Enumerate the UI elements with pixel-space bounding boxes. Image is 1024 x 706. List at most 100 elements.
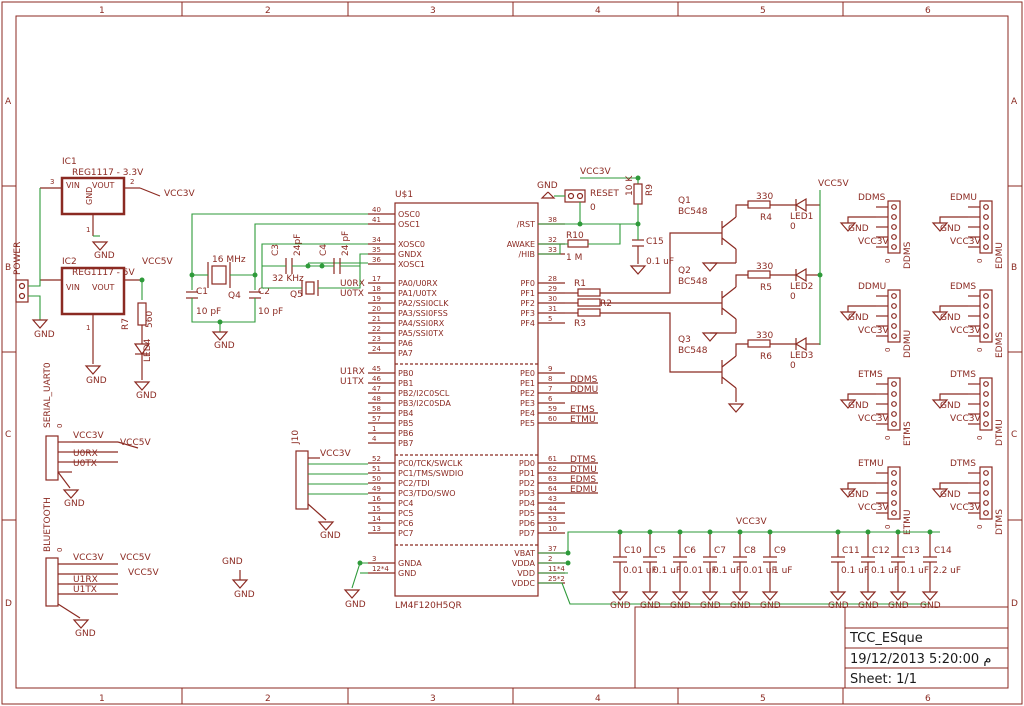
capacitor-value: 0.1 uF	[713, 566, 741, 576]
motor-gnd-label: GND	[940, 224, 961, 234]
capacitor-ref: C12	[872, 546, 890, 556]
mcu-pin-number: 11*4	[548, 565, 565, 573]
mcu-pin-label: PC1/TMS/SWDIO	[398, 469, 464, 478]
motor-net-label: DTMS	[950, 370, 976, 380]
capacitor-ref: C9	[774, 546, 786, 556]
net-label: DTMU	[570, 465, 597, 475]
connector-pin	[891, 244, 897, 250]
motor-connector-ref: ETMS	[903, 421, 913, 446]
svg-text:VCC3V: VCC3V	[320, 449, 351, 459]
mcu-pin-number: 61	[548, 455, 557, 463]
gnd-label: GND	[920, 601, 941, 611]
power-connector: POWER GND	[13, 188, 55, 340]
transistor-collector	[721, 355, 737, 368]
svg-text:VCC5V: VCC5V	[120, 438, 151, 448]
svg-text:R9: R9	[645, 184, 655, 196]
svg-text:1: 1	[86, 226, 90, 234]
mcu-pin-number: 57	[372, 415, 381, 423]
svg-text:GND: GND	[345, 600, 366, 610]
svg-text:Q5: Q5	[290, 290, 303, 300]
connector-pin	[983, 401, 989, 407]
mcu-pin-number: 59	[548, 405, 557, 413]
gnd-symbol-free: GND GND	[222, 557, 255, 600]
svg-text:10 pF: 10 pF	[258, 307, 283, 317]
zone-col-label: 6	[925, 6, 931, 16]
mcu-pin-number: 9	[548, 365, 552, 373]
ground-icon	[701, 332, 719, 342]
mcu-pin-label: PE5	[520, 419, 535, 428]
connector-pin	[891, 490, 897, 496]
connector-pin	[891, 381, 897, 387]
mcu-pin-label: PD4	[519, 499, 535, 508]
mcu-pin-number: 1	[372, 425, 376, 433]
mcu-pin-label: PC0/TCK/SWCLK	[398, 459, 463, 468]
zone-col-label: 1	[99, 694, 105, 704]
base-resistor	[577, 288, 601, 297]
svg-text:C1: C1	[196, 287, 208, 297]
mcu-pin-number: 34	[372, 236, 381, 244]
svg-text:10 K: 10 K	[625, 175, 635, 196]
zone-col-label: 5	[760, 6, 766, 16]
svg-text:U0TX: U0TX	[73, 459, 97, 469]
mcu-pin-label: PD3	[519, 489, 535, 498]
connector-pin	[983, 510, 989, 516]
motor-vcc-label: VCC3V	[950, 503, 981, 513]
transistor-ref: Q1	[678, 196, 691, 206]
capacitor-ref: C7	[714, 546, 726, 556]
svg-text:VCC5V: VCC5V	[120, 553, 151, 563]
gnd-label: GND	[700, 601, 721, 611]
motor-vcc-label: VCC3V	[858, 414, 889, 424]
svg-text:GND: GND	[222, 557, 243, 567]
mcu-pin-label: PC4	[398, 499, 414, 508]
mcu-pin-label: PC2/TDI	[398, 479, 430, 488]
motor-net-label: DTMS	[950, 459, 976, 469]
mcu-pin-number: 62	[548, 465, 557, 473]
ground-icon	[859, 591, 877, 601]
svg-text:VCC3V: VCC3V	[580, 167, 611, 177]
mcu-pin-label: PA3/SSI0FSS	[398, 309, 448, 318]
mcu-pin-label: PF4	[520, 319, 535, 328]
mcu-pin-number: 7	[548, 385, 552, 393]
mcu-pin-label: GNDA	[398, 559, 422, 568]
ground-icon	[701, 262, 719, 272]
capacitor-ref: C10	[624, 546, 642, 556]
mcu-pin-label: VDDA	[512, 559, 536, 568]
mcu-pin-number: 24	[372, 345, 381, 353]
motor-net-label: ETMU	[858, 459, 884, 469]
regulator-ic2: IC2 REG1117 - 5V VIN VOUT 1 GND VCC5V	[40, 257, 173, 386]
svg-text:1: 1	[86, 324, 90, 332]
mcu-pin-label: PD7	[519, 529, 535, 538]
mcu-pin-number: 30	[548, 295, 557, 303]
motor-connector-ref: EDMU	[995, 242, 1005, 269]
mcu-pin-number: 2	[548, 555, 552, 563]
mcu-pin-label: PB1	[398, 379, 413, 388]
reset-circuit: RESET 0 GND VCC3V 10 K R9 C15 0.1 uF R10…	[537, 167, 674, 275]
connector-pin	[891, 470, 897, 476]
connector-pin	[983, 303, 989, 309]
svg-text:GND: GND	[320, 531, 341, 541]
motor-gnd-label: GND	[940, 313, 961, 323]
gnd-label: GND	[670, 601, 691, 611]
net-label: EDMU	[570, 485, 597, 495]
led-resistor-value: 330	[756, 331, 773, 341]
svg-text:VCC3V: VCC3V	[736, 517, 767, 527]
svg-text:VOUT: VOUT	[92, 181, 114, 190]
zone-col-label: 3	[430, 6, 436, 16]
motor-gnd-label: GND	[848, 490, 869, 500]
motor-gnd-label: GND	[848, 313, 869, 323]
motor-connector-ref: DTMU	[995, 419, 1005, 446]
mcu-pin-number: 16	[372, 495, 381, 503]
mcu-pin-number: 44	[548, 505, 557, 513]
mcu-pin-label: PF1	[520, 289, 535, 298]
gnd-label: GND	[858, 601, 879, 611]
mcu-pin-label: PB7	[398, 439, 413, 448]
mcu-pin-label: PD1	[519, 469, 535, 478]
connector-pin	[983, 500, 989, 506]
capacitor-value: 0.01 uF	[743, 566, 777, 576]
mcu-pin-number: 33	[548, 246, 557, 254]
motor-connector-ref: DTMS	[995, 509, 1005, 535]
motor-connector-zero: 0	[976, 436, 984, 440]
connector-pin	[983, 490, 989, 496]
svg-text:VCC5V: VCC5V	[142, 257, 173, 267]
zone-row-label: C	[1011, 430, 1017, 440]
